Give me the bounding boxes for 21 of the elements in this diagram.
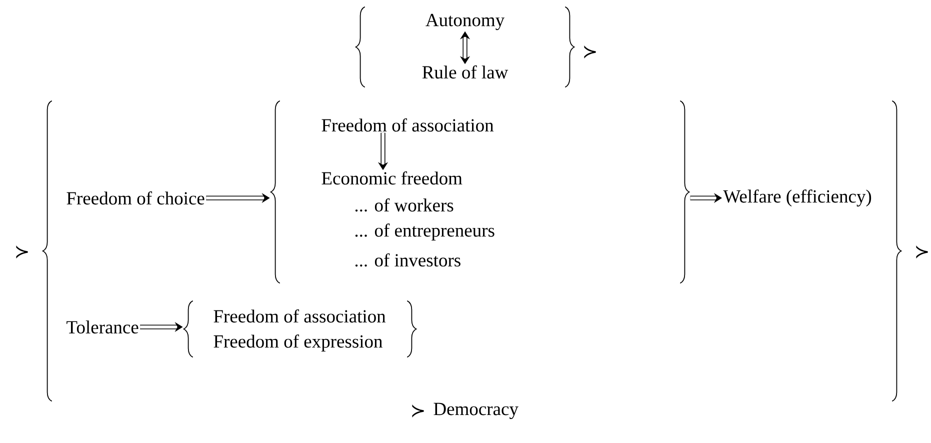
text-label: Welfare (efficiency) — [723, 189, 872, 206]
text-label: Freedom of choice — [66, 191, 204, 205]
brace-group — [270, 100, 690, 284]
brace-group — [183, 300, 417, 358]
text-label: Democracy — [434, 402, 518, 420]
text-label: ... of workers — [355, 198, 454, 212]
text-label: Rule of law — [422, 65, 508, 79]
succeeds-symbol: ≻ — [916, 245, 928, 258]
text-label: Tolerance — [66, 320, 138, 334]
succeeds-symbol: ≻ — [412, 404, 424, 418]
succeeds-symbol: ≻ — [584, 46, 596, 58]
text-label: Freedom of association — [214, 309, 386, 323]
text-label: ... of entrepreneurs — [355, 224, 494, 240]
text-label: Autonomy — [426, 14, 504, 30]
brace-group — [42, 100, 902, 402]
brace-group — [355, 6, 575, 88]
text-label: ... of investors — [355, 253, 460, 267]
text-label: Freedom of association — [322, 118, 494, 132]
text-label: Economic freedom — [322, 171, 462, 185]
succeeds-symbol: ≻ — [16, 245, 28, 258]
text-label: Freedom of expression — [214, 334, 382, 352]
